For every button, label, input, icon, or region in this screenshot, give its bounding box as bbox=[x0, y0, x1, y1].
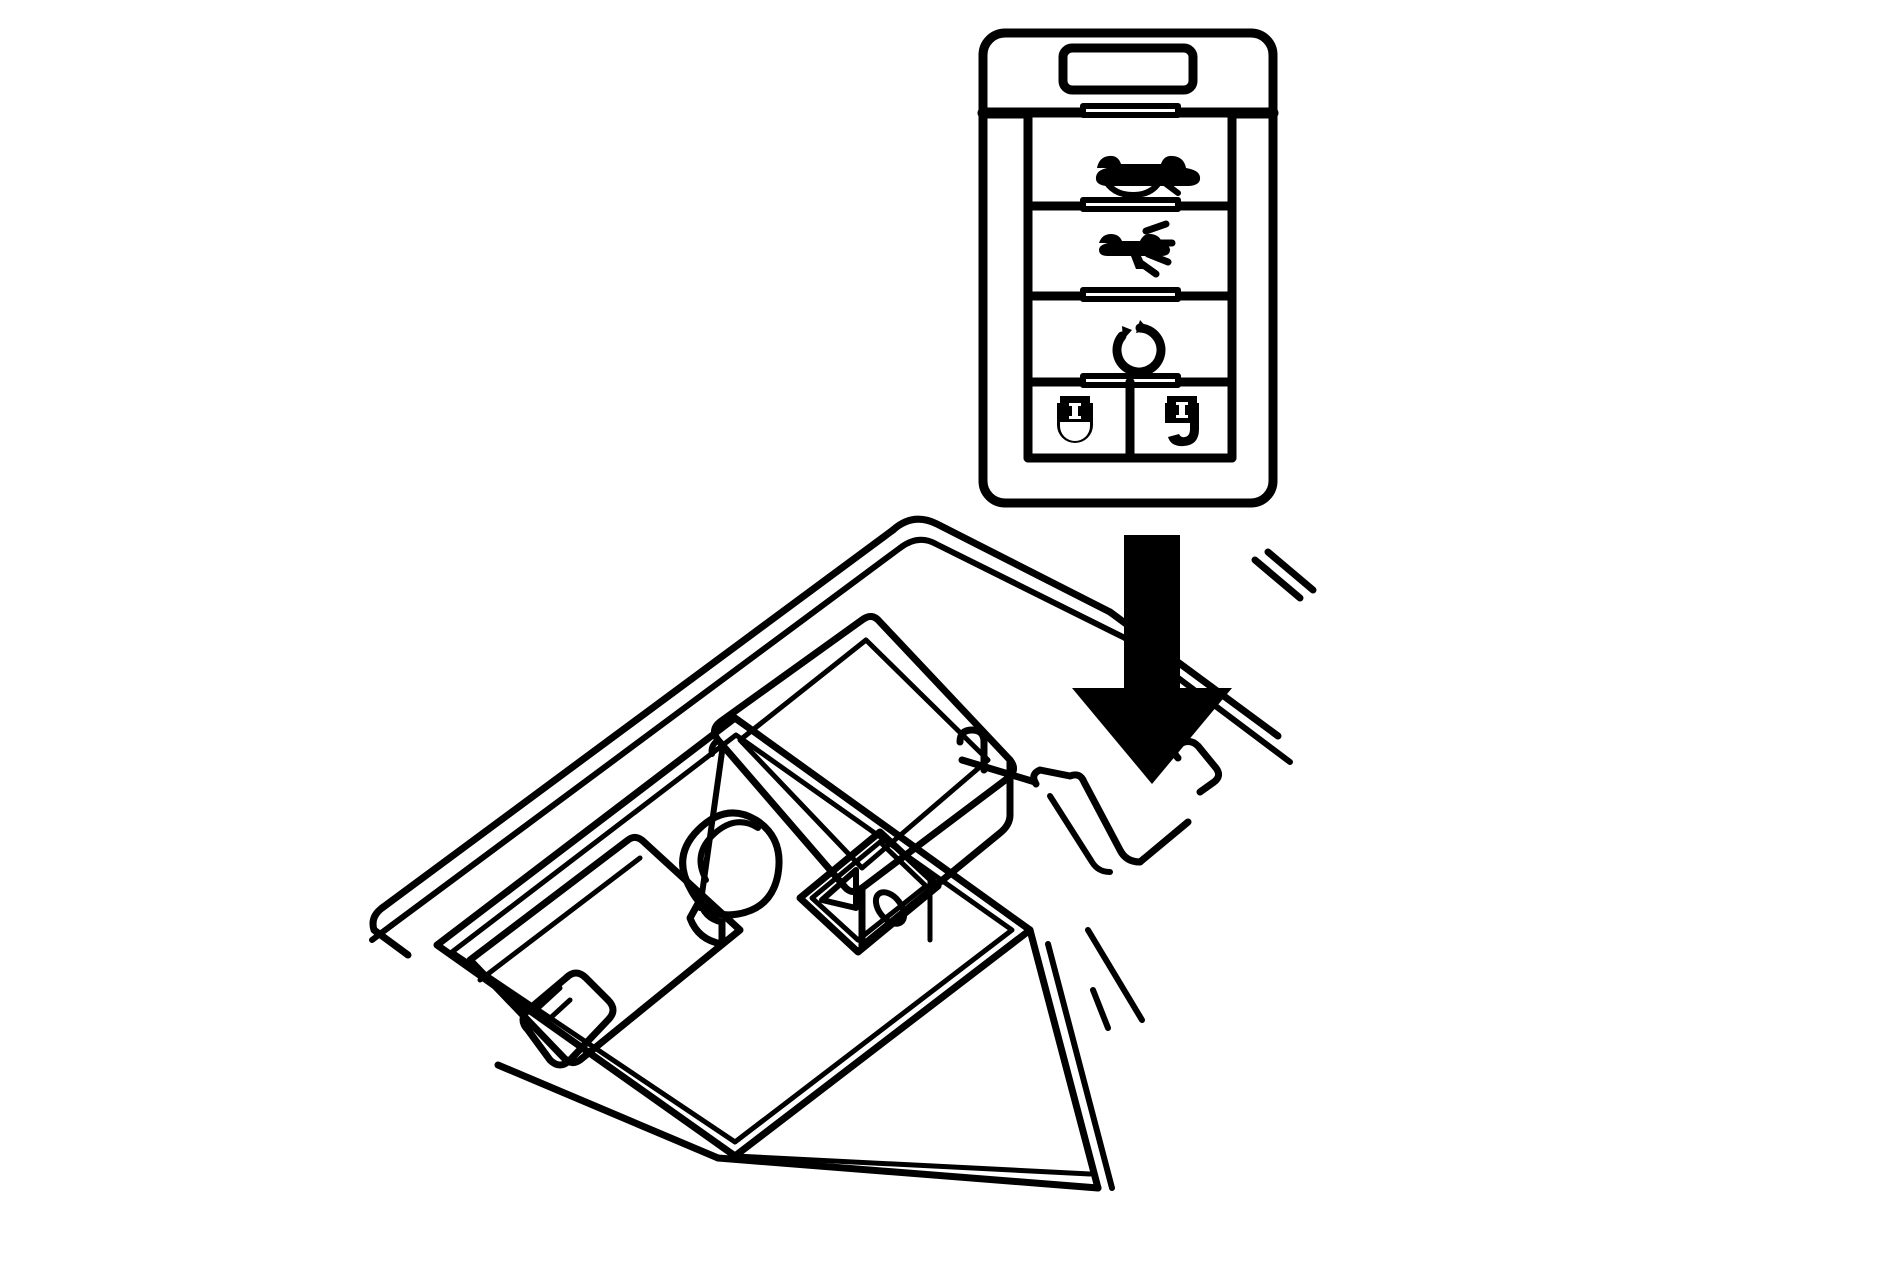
button-separator-bar-1 bbox=[1080, 197, 1181, 212]
console-tick bbox=[1090, 987, 1111, 1031]
console-skirt-right bbox=[1026, 926, 1102, 1192]
console-skirt-bottom bbox=[714, 1154, 1102, 1192]
panic-alarm-icon bbox=[1099, 220, 1176, 278]
trim-hash-1 bbox=[1251, 556, 1304, 602]
button-lock[interactable] bbox=[1028, 382, 1130, 458]
console-outer-trim-inner bbox=[389, 545, 903, 928]
button-unlock[interactable] bbox=[1130, 382, 1232, 458]
keyring-slot bbox=[1058, 43, 1198, 95]
button-separator-bar-2 bbox=[1080, 287, 1181, 302]
console-upper-trim-2 bbox=[897, 536, 1128, 641]
outlet-square bbox=[819, 867, 859, 911]
button-trunk[interactable] bbox=[1028, 113, 1232, 206]
console-post-2 bbox=[708, 737, 721, 757]
transmitter-pocket[interactable] bbox=[956, 726, 1223, 875]
console-skirt-right-2 bbox=[1045, 941, 1115, 1191]
power-outlet-panel bbox=[796, 828, 942, 956]
console-left-edge bbox=[369, 904, 412, 959]
center-console bbox=[369, 515, 1317, 1192]
console-skirt-left bbox=[494, 1061, 722, 1162]
console-far-edge bbox=[1085, 927, 1145, 1023]
trunk-open-icon bbox=[1095, 155, 1201, 198]
console-left-edge-2 bbox=[369, 922, 395, 943]
button-remote-start[interactable] bbox=[1028, 296, 1232, 382]
sliding-tray-crease bbox=[477, 855, 643, 983]
storage-bin-front-wall bbox=[858, 756, 1014, 950]
tray-handle bbox=[519, 969, 617, 1069]
trim-hash-2 bbox=[1264, 548, 1317, 594]
storage-bin-inner bbox=[737, 637, 991, 871]
console-top-rim bbox=[449, 732, 1015, 1145]
console-right-trim-2 bbox=[1122, 635, 1293, 765]
button-panic[interactable] bbox=[1028, 206, 1232, 296]
console-upper-trim bbox=[889, 515, 1114, 616]
padlock-open-icon bbox=[1165, 396, 1199, 447]
console-right-trim bbox=[1106, 608, 1282, 740]
padlock-closed-icon bbox=[1057, 396, 1093, 443]
console-skirt-inner bbox=[732, 1153, 1093, 1177]
outlet-oval bbox=[872, 889, 908, 927]
console-post bbox=[697, 749, 725, 911]
panel-divider-bar bbox=[1080, 103, 1181, 118]
console-outer-trim bbox=[378, 526, 897, 912]
key-fob bbox=[977, 28, 1279, 508]
remote-start-circular-arrow-icon bbox=[1112, 320, 1166, 377]
